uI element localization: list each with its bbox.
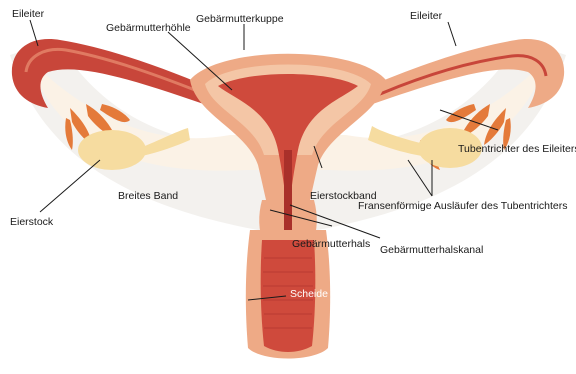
label-scheide: Scheide — [290, 288, 328, 300]
label-eileiter-right: Eileiter — [410, 10, 442, 22]
label-eileiter-left: Eileiter — [12, 8, 44, 20]
label-breites-band: Breites Band — [118, 190, 178, 202]
label-gebaermutterhals: Gebärmutterhals — [292, 238, 370, 250]
label-gebaermutterhalskanal: Gebärmutterhalskanal — [380, 244, 483, 256]
label-fransen: Fransenförmige Ausläufer des Tubentricht… — [358, 200, 568, 212]
label-eierstock: Eierstock — [10, 216, 53, 228]
label-gebaermutterhoehle: Gebärmutterhöhle — [106, 22, 191, 34]
label-gebaermutterkuppe: Gebärmutterkuppe — [196, 13, 284, 25]
left-ovary — [78, 130, 146, 170]
label-tubentrichter: Tubentrichter des Eileiters — [458, 143, 576, 155]
